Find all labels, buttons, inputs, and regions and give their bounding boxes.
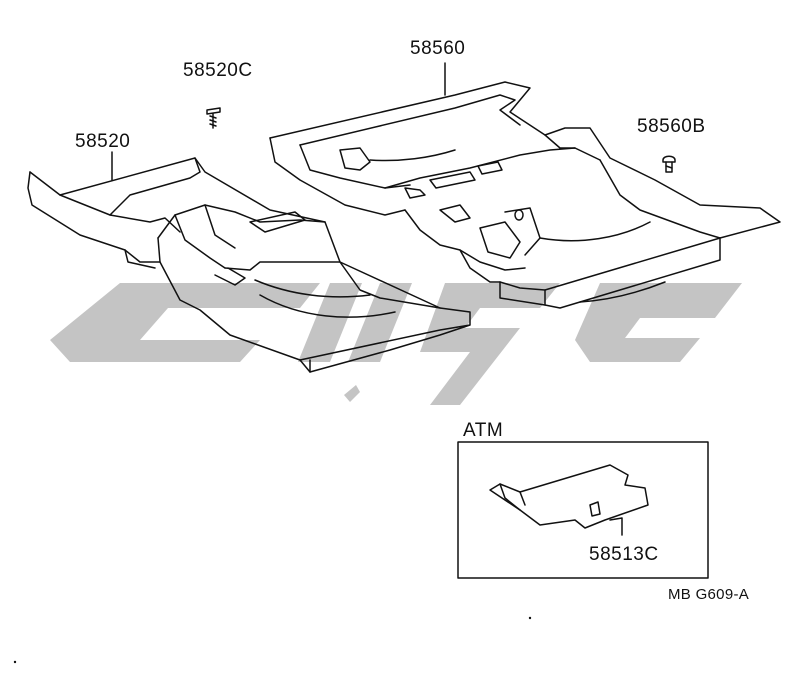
diagram-code: MB G609-A: [668, 586, 750, 603]
part-label-58513c: 58513C: [589, 544, 659, 565]
atm-insulator-part: [489, 464, 649, 536]
dot-artifact: [528, 616, 532, 620]
inset-frame: [457, 441, 709, 579]
part-label-58520: 58520: [75, 131, 131, 152]
clip-58560b-icon: [662, 155, 676, 173]
inset-title: ATM: [463, 420, 504, 441]
part-label-58560b: 58560B: [637, 116, 706, 137]
dot-artifact: [13, 660, 17, 664]
part-label-58520c: 58520C: [183, 60, 253, 81]
atm-inset: [457, 441, 709, 579]
part-label-58560: 58560: [410, 38, 466, 59]
rear-floor-carpet: [269, 81, 781, 309]
clip-58520c-icon: [206, 107, 221, 129]
front-floor-carpet: [27, 157, 471, 373]
